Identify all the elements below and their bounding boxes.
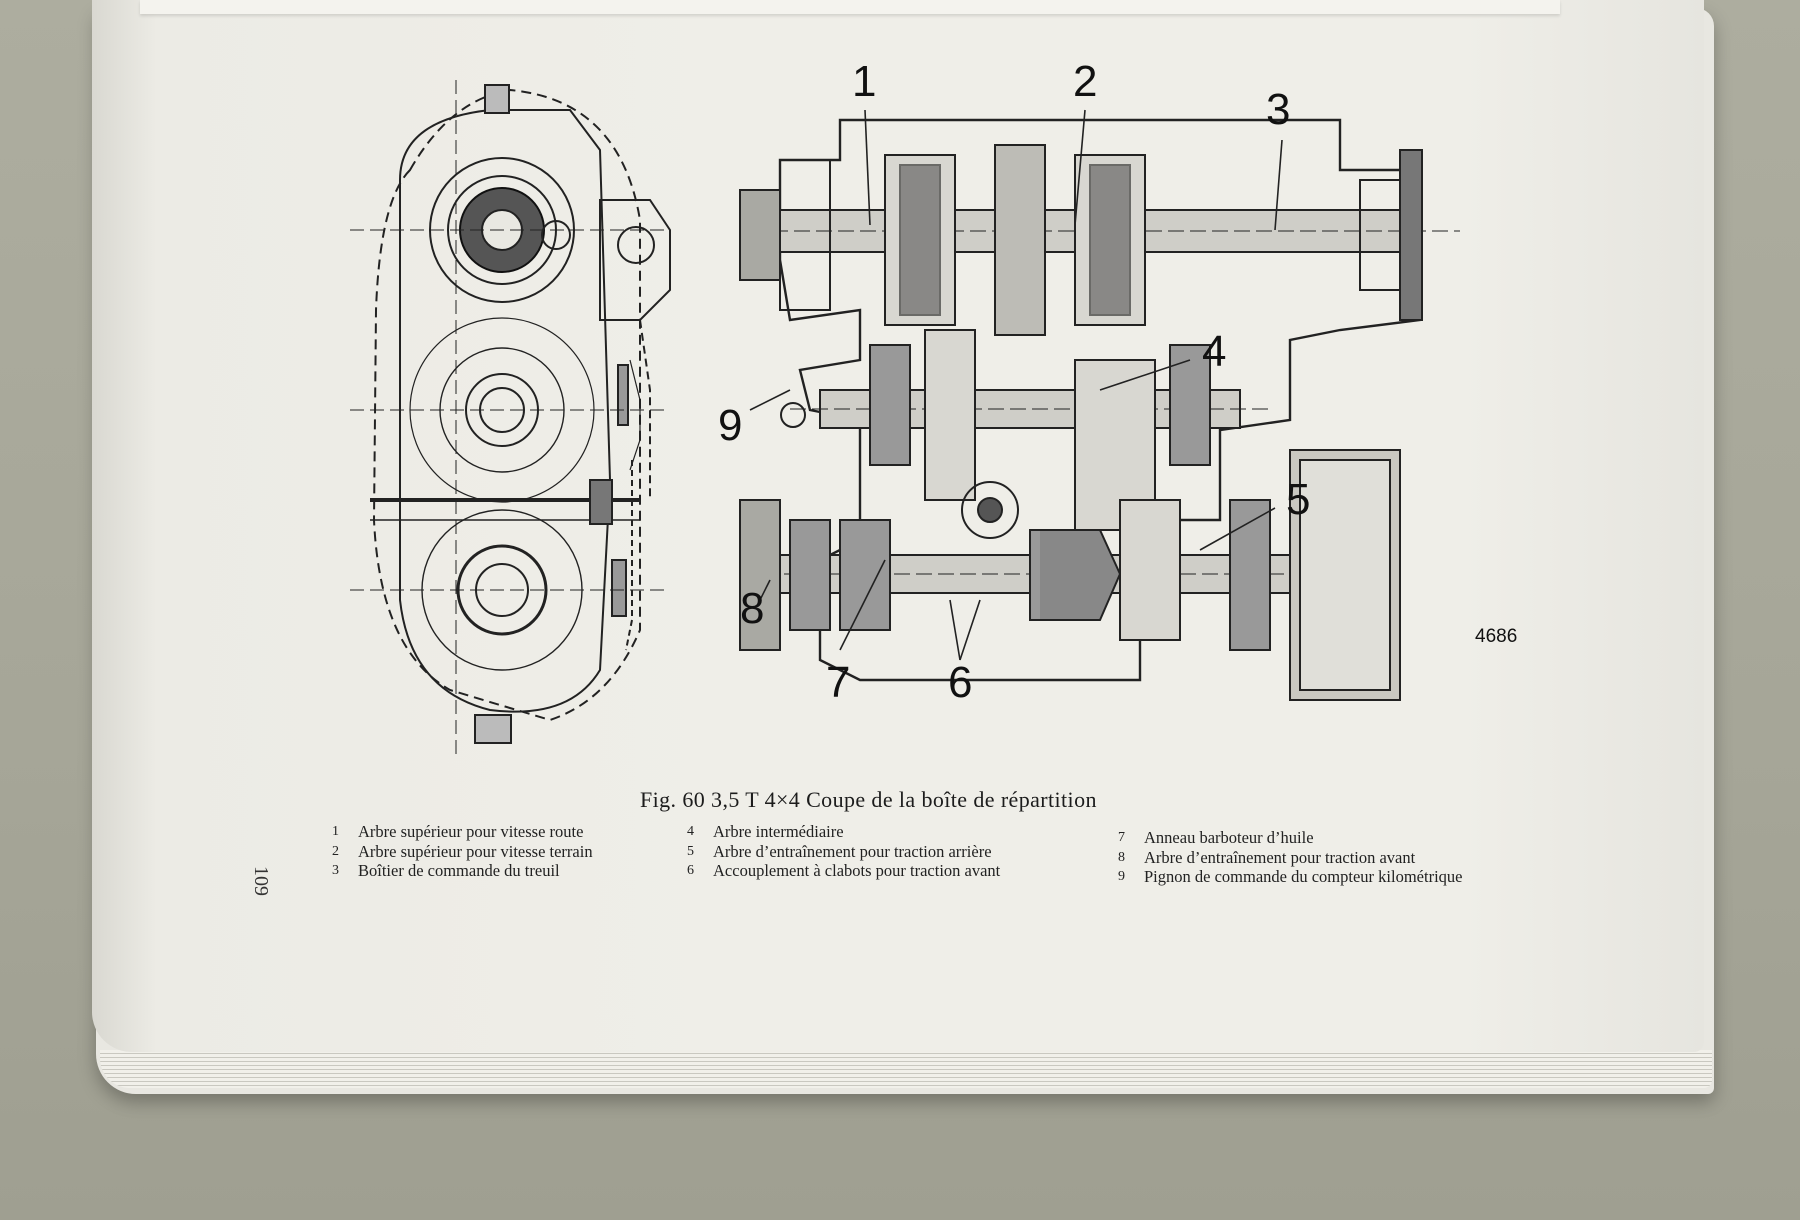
- legend-number: 3: [332, 863, 339, 878]
- legend-number: 9: [1118, 869, 1125, 884]
- figure-caption: Fig. 60 3,5 T 4×4 Coupe de la boîte de r…: [640, 787, 1097, 812]
- callout-8: 8: [740, 584, 764, 633]
- legend-column-3: 7 Anneau barboteur d’huile 8 Arbre d’ent…: [1118, 828, 1462, 887]
- legend-number: 6: [687, 863, 694, 878]
- legend-number: 5: [687, 843, 694, 859]
- legend-text: Boîtier de commande du treuil: [358, 861, 560, 880]
- legend-item: 8 Arbre d’entraînement pour traction ava…: [1118, 848, 1462, 868]
- legend-item: 3 Boîtier de commande du treuil: [332, 861, 593, 881]
- legend-item: 1 Arbre supérieur pour vitesse route: [332, 822, 593, 842]
- legend-number: 2: [332, 843, 339, 859]
- legend-item: 4 Arbre intermédiaire: [687, 822, 1000, 842]
- page-number: 109: [250, 866, 272, 896]
- legend-text: Anneau barboteur d’huile: [1144, 828, 1314, 847]
- legend-text: Pignon de commande du compteur kilométri…: [1144, 867, 1463, 886]
- legend-text: Arbre d’entraînement pour traction avant: [1144, 847, 1416, 867]
- page-edges: [100, 1050, 1712, 1088]
- callout-4: 4: [1202, 327, 1226, 376]
- facing-page-edge: [140, 0, 1560, 14]
- legend-item: 9 Pignon de commande du compteur kilomét…: [1118, 867, 1462, 887]
- callout-7: 7: [826, 658, 850, 707]
- end-view-drawing: [350, 80, 671, 760]
- callout-6: 6: [948, 658, 972, 707]
- legend-text: Arbre intermédiaire: [713, 822, 844, 841]
- legend-text: Arbre supérieur pour vitesse route: [358, 822, 584, 841]
- legend-item: 6 Accouplement à clabots pour traction a…: [687, 861, 1000, 881]
- legend-number: 8: [1118, 849, 1125, 865]
- legend-text: Accouplement à clabots pour traction ava…: [713, 861, 1001, 880]
- callout-3: 3: [1266, 85, 1290, 134]
- section-view-drawing: [739, 118, 1460, 701]
- legend-text: Arbre d’entraînement pour traction arriè…: [713, 841, 992, 861]
- legend-item: 2 Arbre supérieur pour vitesse terrain: [332, 842, 593, 862]
- legend-number: 4: [687, 824, 694, 839]
- legend-number: 1: [332, 824, 339, 839]
- callout-5: 5: [1286, 475, 1310, 524]
- technical-drawing: 1 2 3 4 5 6 7 8 9 4686: [340, 60, 1580, 780]
- callout-2: 2: [1073, 60, 1097, 106]
- callout-1: 1: [852, 60, 876, 106]
- callout-leaders: [749, 109, 1283, 661]
- legend-item: 5 Arbre d’entraînement pour traction arr…: [687, 842, 1000, 862]
- legend-column-1: 1 Arbre supérieur pour vitesse route 2 A…: [332, 822, 593, 881]
- legend-column-2: 4 Arbre intermédiaire 5 Arbre d’entraîne…: [687, 822, 1000, 881]
- callout-9: 9: [718, 401, 742, 450]
- legend-text: Arbre supérieur pour vitesse terrain: [358, 841, 593, 861]
- legend-item: 7 Anneau barboteur d’huile: [1118, 828, 1462, 848]
- legend-number: 7: [1118, 830, 1125, 845]
- drawing-number: 4686: [1475, 626, 1517, 647]
